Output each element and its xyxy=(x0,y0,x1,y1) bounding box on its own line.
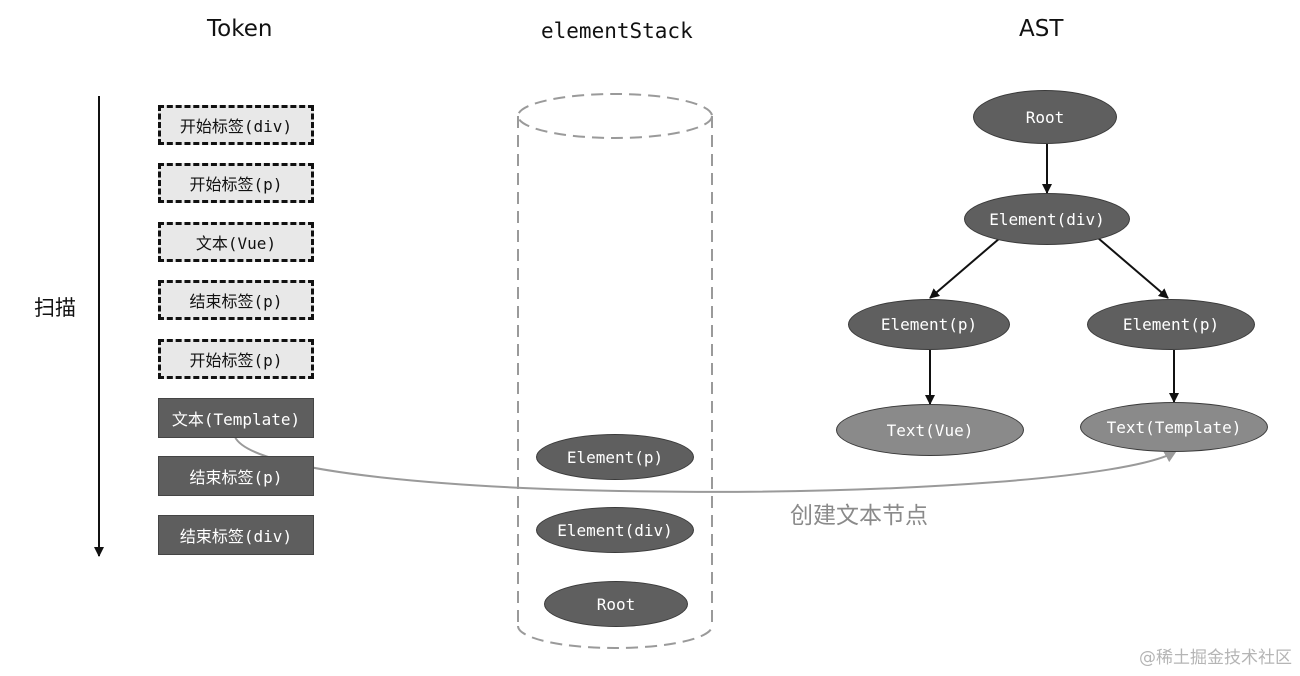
token-item: 文本(Template) xyxy=(158,398,314,438)
ast-node-root: Root xyxy=(973,90,1117,144)
token-item: 开始标签(p) xyxy=(158,339,314,379)
stack-item-root: Root xyxy=(544,581,688,627)
ast-node-text-template: Text(Template) xyxy=(1080,402,1268,452)
token-heading: Token xyxy=(207,16,273,42)
token-item: 文本(Vue) xyxy=(158,222,314,262)
create-text-node-label: 创建文本节点 xyxy=(790,503,928,529)
stack-item-element-div: Element(div) xyxy=(536,507,694,553)
token-item: 开始标签(p) xyxy=(158,163,314,203)
element-stack-heading: elementStack xyxy=(541,19,693,43)
watermark: @稀土掘金技术社区 xyxy=(1139,648,1292,668)
token-item: 开始标签(div) xyxy=(158,105,314,145)
create-text-node-arrow xyxy=(234,436,1177,493)
ast-heading: AST xyxy=(1019,16,1064,42)
ast-node-text-vue: Text(Vue) xyxy=(836,404,1024,456)
edge-div-p-right xyxy=(1097,237,1169,299)
ast-node-element-p-left: Element(p) xyxy=(848,299,1010,350)
token-item: 结束标签(div) xyxy=(158,515,314,555)
ast-node-element-div: Element(div) xyxy=(964,193,1130,245)
ast-node-element-p-right: Element(p) xyxy=(1087,299,1255,350)
stack-item-element-p: Element(p) xyxy=(536,434,694,480)
element-stack-cylinder xyxy=(517,93,713,649)
edge-div-p-left xyxy=(929,237,1001,299)
token-item: 结束标签(p) xyxy=(158,280,314,320)
token-item: 结束标签(p) xyxy=(158,456,314,496)
scan-label: 扫描 xyxy=(34,296,76,320)
